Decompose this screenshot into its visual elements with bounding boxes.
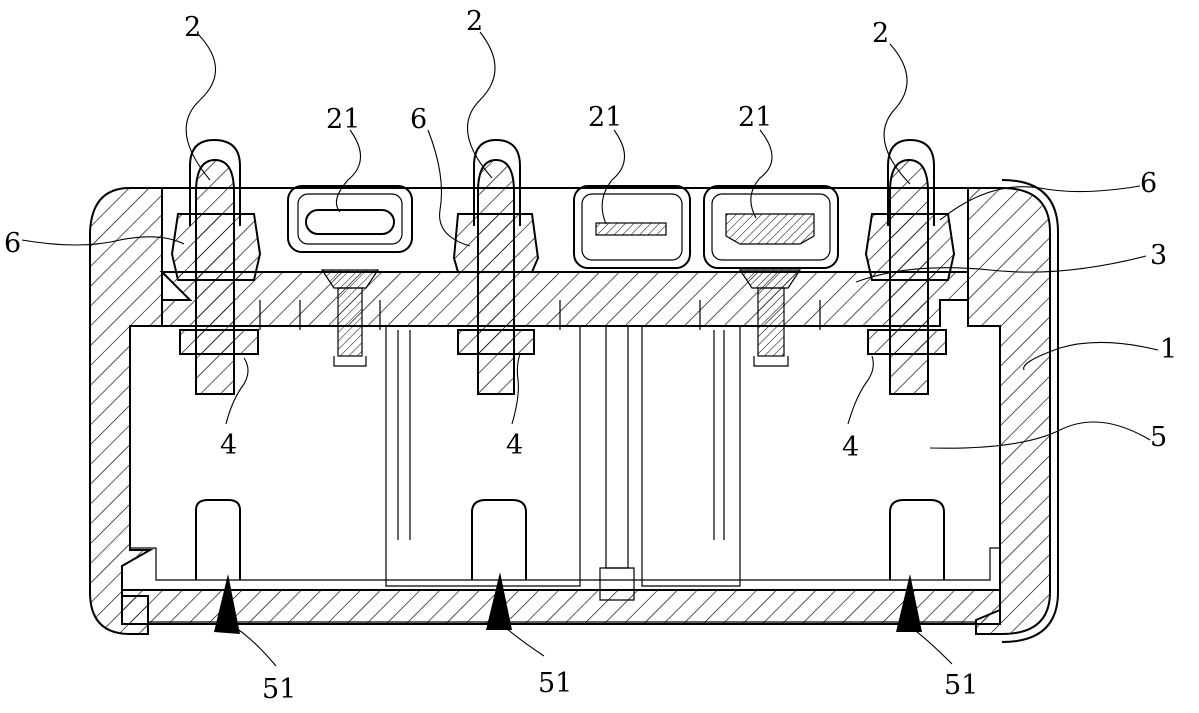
upper-plate [159, 271, 969, 327]
slot-middle [471, 499, 527, 580]
label-2-left: 2 [184, 12, 201, 43]
leader-lines [21, 31, 1159, 667]
reference-numerals: 2 2 2 21 21 21 6 6 6 3 1 5 4 4 4 51 51 5… [4, 6, 1177, 705]
arrow-middle [486, 572, 512, 630]
label-6-center: 6 [410, 104, 427, 135]
housing-right-outline [1001, 179, 1059, 643]
arrow-right [896, 574, 922, 632]
micro-usb-port [703, 185, 839, 269]
label-2-right: 2 [872, 18, 889, 49]
center-post [605, 326, 629, 569]
bottom-plate [121, 589, 1001, 625]
label-2-center: 2 [466, 6, 483, 37]
inner-chamber [129, 326, 1001, 601]
label-21-left: 21 [326, 104, 360, 135]
chamber-divider-left [385, 326, 581, 587]
usb-a-port [573, 185, 691, 269]
label-4-left: 4 [220, 430, 237, 461]
blade-left [195, 158, 235, 395]
label-51-left: 51 [262, 674, 296, 705]
label-5: 5 [1150, 422, 1167, 453]
plug-blade-left-assembly [170, 139, 262, 395]
screw-right [738, 269, 802, 367]
label-51-center: 51 [538, 668, 572, 699]
label-1: 1 [1160, 334, 1177, 365]
label-21-center: 21 [588, 102, 622, 133]
blade-center [477, 158, 515, 395]
upper-plate-steps [259, 300, 821, 330]
chamber-divider-right [641, 326, 741, 587]
usb-c-port [287, 185, 413, 253]
label-6-right: 6 [1140, 168, 1157, 199]
blade-right [889, 158, 929, 395]
arrow-left [214, 574, 240, 634]
blade-loop-left [189, 139, 241, 226]
housing-left-wall [89, 187, 163, 635]
housing-right-wall [965, 187, 1051, 635]
inner-cavity-outline [129, 326, 1001, 581]
screw-left [320, 269, 380, 367]
label-51-right: 51 [944, 670, 978, 701]
label-4-center: 4 [506, 430, 523, 461]
label-21-right: 21 [738, 102, 772, 133]
blade-loop-center [473, 139, 521, 226]
plug-blade-center-assembly [452, 139, 540, 395]
slot-right [889, 499, 945, 580]
label-3: 3 [1150, 240, 1167, 271]
plug-blade-right-assembly [864, 139, 956, 395]
slot-left [195, 499, 241, 580]
label-4-right: 4 [842, 432, 859, 463]
label-6-left: 6 [4, 228, 21, 259]
